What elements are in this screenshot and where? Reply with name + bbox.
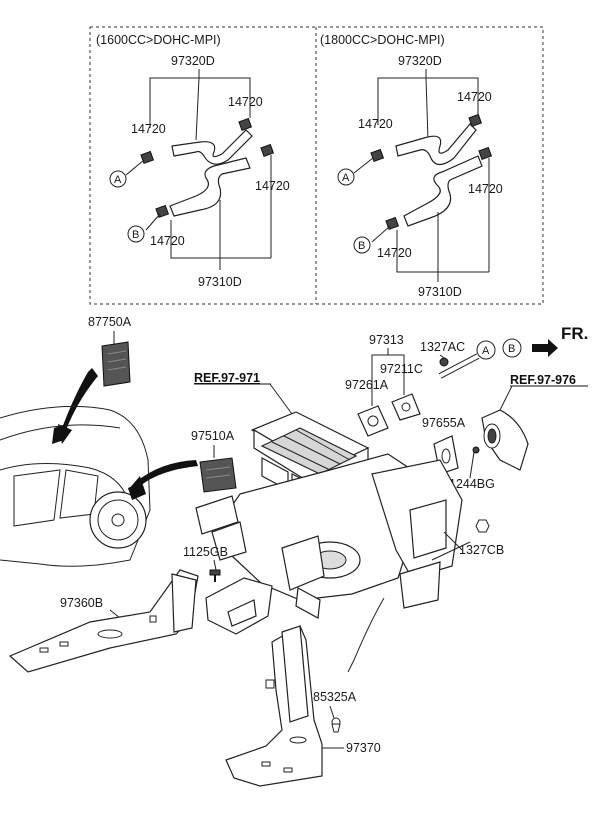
variant-1800cc: (1800CC>DOHC-MPI) 97320D 14720 14720 A B… xyxy=(320,33,503,299)
right-clamp-bottom-left-label: 14720 xyxy=(377,246,412,260)
left-clamp-top-right-label: 14720 xyxy=(228,95,263,109)
right-hose-upper-label: 97320D xyxy=(398,54,442,68)
right-connector-b: B xyxy=(358,240,365,252)
variant-1800cc-title: (1800CC>DOHC-MPI) xyxy=(320,33,445,47)
part-97655a-label: 97655A xyxy=(422,416,466,430)
right-clamp-top-right-label: 14720 xyxy=(457,90,492,104)
pipe-assembly xyxy=(438,353,480,379)
front-label: FR. xyxy=(561,324,588,343)
vent-87750a xyxy=(101,341,131,387)
main-connector-a: A xyxy=(482,345,490,357)
ref-97-971-label[interactable]: REF.97-971 xyxy=(194,371,260,385)
left-hose-lower-label: 97310D xyxy=(198,275,242,289)
left-connector-a: A xyxy=(114,174,122,186)
right-connector-a: A xyxy=(342,172,350,184)
center-lower-duct xyxy=(205,577,273,635)
right-clamp-left-label: 14720 xyxy=(358,117,393,131)
part-97370-label: 97370 xyxy=(346,741,381,755)
heater-blower-unit xyxy=(195,411,471,673)
rear-duct-97370 xyxy=(225,625,323,787)
part-87750a-label: 87750A xyxy=(88,315,132,329)
floor-duct-97360b xyxy=(8,569,199,673)
front-direction-indicator: FR. xyxy=(532,324,588,357)
part-97313-label: 97313 xyxy=(369,333,404,347)
variant-1600cc-title: (1600CC>DOHC-MPI) xyxy=(96,33,221,47)
part-1244bg-label: 1244BG xyxy=(449,477,495,491)
right-clamp-right-label: 14720 xyxy=(468,182,503,196)
part-1125gb-label: 1125GB xyxy=(183,545,228,559)
left-clamp-left-label: 14720 xyxy=(131,122,166,136)
part-97360b-label: 97360B xyxy=(60,596,103,610)
part-97261a-label: 97261A xyxy=(345,378,389,392)
left-hose-upper-label: 97320D xyxy=(171,54,215,68)
clip-85325a xyxy=(331,717,341,733)
right-air-duct xyxy=(481,409,529,471)
screw-1125gb xyxy=(209,569,221,582)
variant-1600cc: (1600CC>DOHC-MPI) 97320D 14720 14720 A B… xyxy=(96,33,290,289)
left-clamp-bottom-left-label: 14720 xyxy=(150,234,185,248)
ref-97-976-label[interactable]: REF.97-976 xyxy=(510,373,576,387)
vehicle-outline xyxy=(0,405,151,567)
part-85325a-label: 85325A xyxy=(313,690,357,704)
gasket-parts xyxy=(357,378,421,437)
left-connector-b: B xyxy=(132,229,139,241)
part-97510a-label: 97510A xyxy=(191,429,235,443)
left-clamp-right-label: 14720 xyxy=(255,179,290,193)
part-1327ac-label: 1327AC xyxy=(420,340,465,354)
engine-variant-boxes xyxy=(89,26,544,305)
right-hose-lower-label: 97310D xyxy=(418,285,462,299)
part-97211c-label: 97211C xyxy=(380,362,423,376)
main-connector-b: B xyxy=(508,343,515,355)
part-1327cb-label: 1327CB xyxy=(459,543,504,557)
vent-97510a xyxy=(199,457,237,493)
